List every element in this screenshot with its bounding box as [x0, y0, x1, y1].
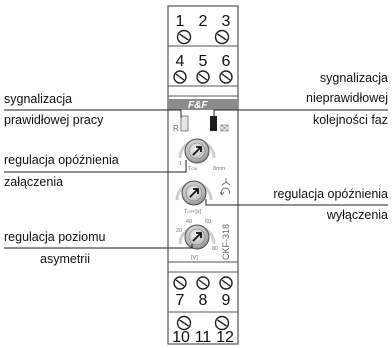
screw-terminal-5[interactable] — [196, 70, 210, 84]
knob-on-delay[interactable] — [184, 138, 210, 164]
knob3-scale-80: 80 — [212, 246, 218, 252]
brand-band — [168, 99, 238, 110]
terminal-7-label: 7 — [176, 292, 185, 309]
label-off-delay-1: regulacja opóźnienia — [273, 187, 388, 201]
terminal-11-label: 11 — [195, 329, 212, 346]
knob3-unit: [V] — [191, 255, 198, 261]
knob-off-delay[interactable] — [181, 180, 207, 206]
model-number: CKF-318 — [221, 224, 231, 260]
screw-terminal-9[interactable] — [219, 276, 233, 290]
callout-lines — [4, 109, 388, 249]
terminal-3-label: 3 — [222, 13, 231, 30]
label-phase-fault-2: nieprawidłowej — [306, 91, 388, 105]
terminal-5-label: 5 — [199, 53, 208, 70]
knob2-unit: TOFF[s] — [184, 209, 202, 215]
label-correct-operation-1: sygnalizacja — [4, 92, 72, 106]
knob1-unit: TON — [188, 166, 197, 172]
terminal-1-label: 1 — [176, 13, 185, 30]
cycle-arrow-icon — [219, 187, 230, 196]
label-phase-fault-1: sygnalizacja — [320, 71, 388, 85]
screw-terminal-8[interactable] — [196, 276, 210, 290]
led-phase-sequence-fault — [210, 116, 217, 131]
terminal-9-label: 9 — [222, 292, 231, 309]
screw-terminal-1[interactable] — [176, 29, 192, 45]
terminal-6-label: 6 — [222, 53, 231, 70]
screw-terminal-3[interactable] — [214, 29, 230, 45]
screw-terminal-4[interactable] — [173, 70, 187, 84]
screw-terminal-7[interactable] — [173, 276, 187, 290]
terminal-4-label: 4 — [176, 53, 185, 70]
terminal-8-label: 8 — [199, 292, 208, 309]
terminal-10-label: 10 — [172, 329, 190, 346]
label-asymmetry-1: regulacja poziomu — [4, 230, 105, 244]
brand-logo: F&F — [188, 100, 208, 111]
knob1-max: 8min — [213, 166, 225, 172]
screw-terminal-10[interactable] — [176, 315, 192, 331]
terminal-2-label: 2 — [199, 13, 208, 30]
knob1-min: 1 — [179, 161, 182, 167]
knob3-scale-60: 60 — [205, 219, 211, 225]
screw-terminal-6[interactable] — [219, 70, 233, 84]
knob3-scale-20: 20 — [176, 228, 182, 234]
terminal-12-label: 12 — [216, 329, 234, 346]
label-on-delay-1: regulacja opóźnienia — [4, 153, 119, 167]
led-correct-operation — [180, 115, 189, 132]
label-off-delay-2: wyłączenia — [326, 208, 388, 222]
fan-icon — [221, 178, 231, 186]
label-correct-operation-2: prawidłowej pracy — [4, 113, 104, 127]
screw-terminal-12[interactable] — [214, 315, 230, 331]
led-left-label: R — [173, 124, 179, 133]
knob-asymmetry[interactable] — [184, 224, 210, 250]
knob3-scale-40: 40 — [186, 219, 192, 225]
label-asymmetry-2: asymetrii — [40, 252, 90, 266]
phase-sequence-icon — [220, 124, 229, 132]
label-phase-fault-3: kolejności faz — [313, 113, 388, 127]
label-on-delay-2: załączenia — [4, 175, 63, 189]
